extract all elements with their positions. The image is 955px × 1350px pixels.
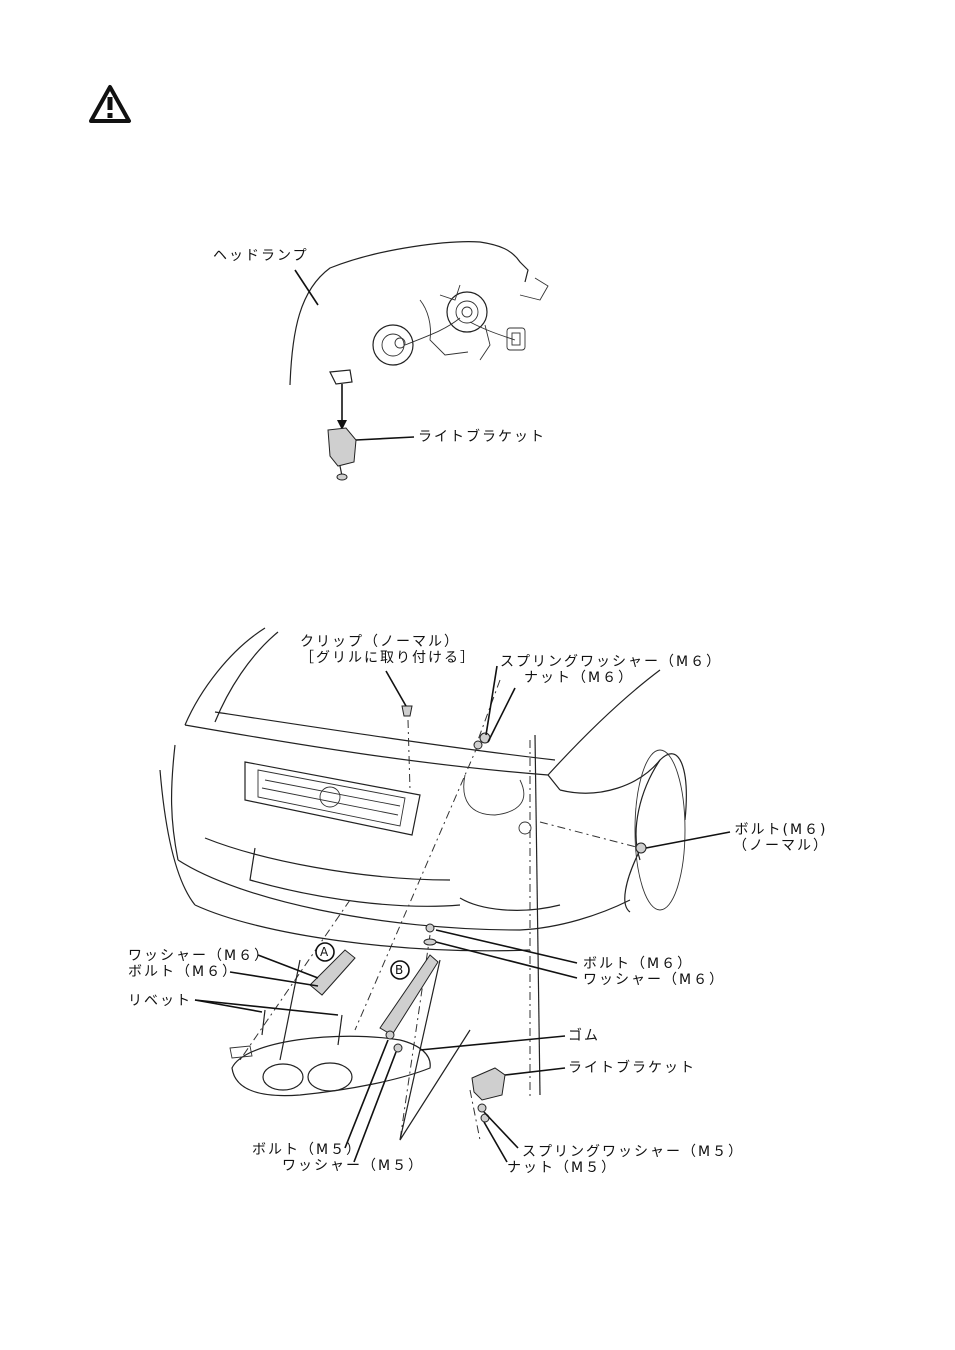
bolt-m6-mid-label: ボルト（M６）: [583, 956, 693, 972]
clip-label-line1: クリップ（ノーマル）: [300, 634, 476, 650]
bolt-m6-normal-line1: ボルト(M６): [733, 822, 829, 838]
light-bracket-label-lower: ライトブラケット: [568, 1060, 696, 1076]
marker-a-label: A: [320, 944, 328, 960]
washer-m5-label: ワッシャー（M５）: [282, 1158, 424, 1174]
bolt-m6-left-label: ボルト（M６）: [128, 964, 238, 980]
grille: [245, 762, 420, 835]
washer-m6-mid-label: ワッシャー（M６）: [583, 972, 725, 988]
bolt-m6-normal-line2: （ノーマル）: [733, 838, 829, 854]
light-bracket-part-lower: [472, 1068, 505, 1122]
clip-label-line2: ［グリルに取り付ける］: [300, 650, 476, 666]
washer-m6-left-label: ワッシャー（M６）: [128, 948, 270, 964]
nut-m5-label: ナット（M５）: [507, 1160, 617, 1176]
nut-m6-top-label: ナット（M６）: [524, 670, 634, 686]
rubber-label: ゴム: [568, 1028, 600, 1044]
spring-washer-m5-label: スプリングワッシャー（M５）: [522, 1144, 744, 1160]
marker-b-label: B: [395, 962, 403, 978]
spring-washer-m6-label: スプリングワッシャー（M６）: [500, 654, 722, 670]
bolt-m6-normal-label: ボルト(M６) （ノーマル）: [733, 822, 829, 854]
rivet-label: リベット: [128, 993, 192, 1009]
bolt-m5-label: ボルト（M５）: [252, 1142, 362, 1158]
clip-label: クリップ（ノーマル） ［グリルに取り付ける］: [300, 634, 476, 666]
